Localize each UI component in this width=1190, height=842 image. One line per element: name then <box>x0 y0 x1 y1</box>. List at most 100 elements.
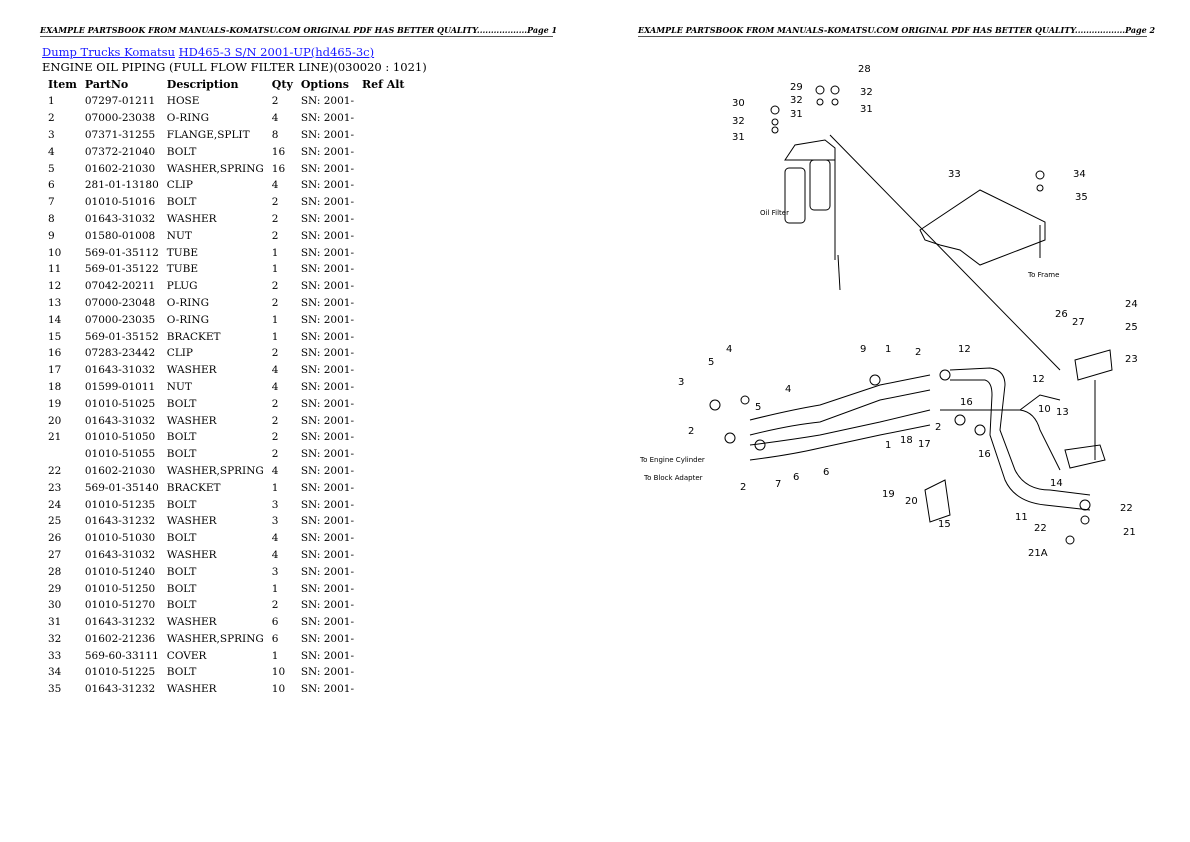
cell-options: SN: 2001- <box>300 229 354 242</box>
cell-description: WASHER,SPRING <box>166 632 264 645</box>
cell-item-number: 2 <box>48 112 55 125</box>
breadcrumb-category-link[interactable]: Dump Trucks Komatsu <box>42 45 175 59</box>
breadcrumb-model-link[interactable]: HD465-3 S/N 2001-UP(hd465-3c) <box>178 45 375 59</box>
column-header-ref-alt: Ref Alt <box>362 78 405 91</box>
callout-1b: 1 <box>885 440 891 451</box>
cell-part-number: 01643-31032 <box>84 548 156 561</box>
cell-quantity: 1 <box>271 313 279 326</box>
callout-4b: 4 <box>785 384 791 395</box>
cell-ref-alt <box>358 328 409 345</box>
callout-25: 25 <box>1125 322 1138 333</box>
callout-28: 28 <box>858 64 871 75</box>
table-header-row: Item PartNo Description Qty Options Ref … <box>44 76 409 93</box>
cell-options: SN: 2001- <box>300 330 354 343</box>
cell-ref-alt <box>358 563 409 580</box>
column-header-partno: PartNo <box>84 78 129 91</box>
callout-16a: 16 <box>960 397 973 408</box>
cell-part-number: 01643-31232 <box>84 515 156 528</box>
cell-description: WASHER,SPRING <box>166 162 264 175</box>
cell-quantity: 8 <box>271 128 279 141</box>
cell-options: SN: 2001- <box>300 683 354 696</box>
cell-description: WASHER <box>166 212 217 225</box>
cell-part-number: 01010-51250 <box>84 582 156 595</box>
cell-quantity: 3 <box>271 565 279 578</box>
cell-quantity: 16 <box>271 162 286 175</box>
cell-options: SN: 2001- <box>300 481 354 494</box>
cell-item-number: 8 <box>48 212 55 225</box>
cell-part-number: 01010-51240 <box>84 565 156 578</box>
cell-options: SN: 2001- <box>300 112 354 125</box>
cell-item-number <box>44 446 81 463</box>
cell-options: SN: 2001- <box>300 162 354 175</box>
cell-item-number: 29 <box>48 582 62 595</box>
oil-filter-drawing <box>784 139 836 230</box>
cell-ref-alt <box>358 412 409 429</box>
cell-description: BOLT <box>166 145 197 158</box>
cell-part-number: 07371-31255 <box>84 128 156 141</box>
cell-item-number: 16 <box>48 347 62 360</box>
cell-ref-alt <box>358 513 409 530</box>
page-header-right: EXAMPLE PARTSBOOK FROM MANUALS-KOMATSU.C… <box>638 25 1156 37</box>
cell-options: SN: 2001- <box>300 448 354 461</box>
cell-item-number: 10 <box>48 246 62 259</box>
cell-description: BOLT <box>166 196 197 209</box>
parts-table: Item PartNo Description Qty Options Ref … <box>44 76 409 698</box>
cell-quantity: 4 <box>271 532 279 545</box>
column-header-description: Description <box>166 78 239 91</box>
callout-34: 34 <box>1073 169 1086 180</box>
cell-options: SN: 2001- <box>300 145 354 158</box>
cell-part-number: 01010-51225 <box>84 666 156 679</box>
cell-description: BOLT <box>166 397 197 410</box>
cell-quantity: 1 <box>271 263 279 276</box>
cell-part-number: 01010-51030 <box>84 532 156 545</box>
note-to-frame: To Frame <box>1027 271 1059 279</box>
cell-options: SN: 2001- <box>300 498 354 511</box>
cell-quantity: 2 <box>271 296 279 309</box>
cell-ref-alt <box>358 429 409 446</box>
cell-quantity: 10 <box>271 666 286 679</box>
cell-options: SN: 2001- <box>300 347 354 360</box>
cell-description: WASHER <box>166 548 217 561</box>
cell-part-number: 07000-23038 <box>84 112 156 125</box>
cell-description: TUBE <box>166 246 199 259</box>
cell-quantity: 2 <box>271 212 279 225</box>
callout-32b: 32 <box>860 87 873 98</box>
cell-quantity: 1 <box>271 246 279 259</box>
callout-22a: 22 <box>1120 503 1133 514</box>
callout-33: 33 <box>948 169 961 180</box>
exploded-parts-diagram: 28 29 30 32 32 31 31 32 31 Oil Filter 33… <box>639 64 1138 559</box>
cell-quantity: 2 <box>271 229 279 242</box>
cell-item-number: 22 <box>48 464 62 477</box>
cell-item-number: 9 <box>48 229 55 242</box>
cell-options: SN: 2001- <box>300 515 354 528</box>
cell-description: BOLT <box>166 532 197 545</box>
callout-18: 18 <box>900 435 913 446</box>
callout-30: 30 <box>732 98 745 109</box>
cell-part-number: 01010-51050 <box>84 431 156 444</box>
block-adapter-drawing <box>1064 444 1106 469</box>
callout-32a: 32 <box>790 95 803 106</box>
cell-description: BRACKET <box>166 481 221 494</box>
cell-description: BOLT <box>166 666 197 679</box>
cell-part-number: 281-01-13180 <box>84 179 159 192</box>
cell-options: SN: 2001- <box>300 212 354 225</box>
cell-part-number: 01010-51235 <box>84 498 156 511</box>
cell-ref-alt <box>358 479 409 496</box>
cell-item-number: 4 <box>48 145 55 158</box>
cell-options: SN: 2001- <box>300 548 354 561</box>
cell-quantity: 1 <box>271 481 279 494</box>
cell-item-number: 25 <box>48 515 62 528</box>
cell-options: SN: 2001- <box>300 263 354 276</box>
cell-description: NUT <box>166 380 192 393</box>
cell-quantity: 4 <box>271 380 279 393</box>
cell-item-number: 15 <box>48 330 62 343</box>
cell-description: CLIP <box>166 347 194 360</box>
